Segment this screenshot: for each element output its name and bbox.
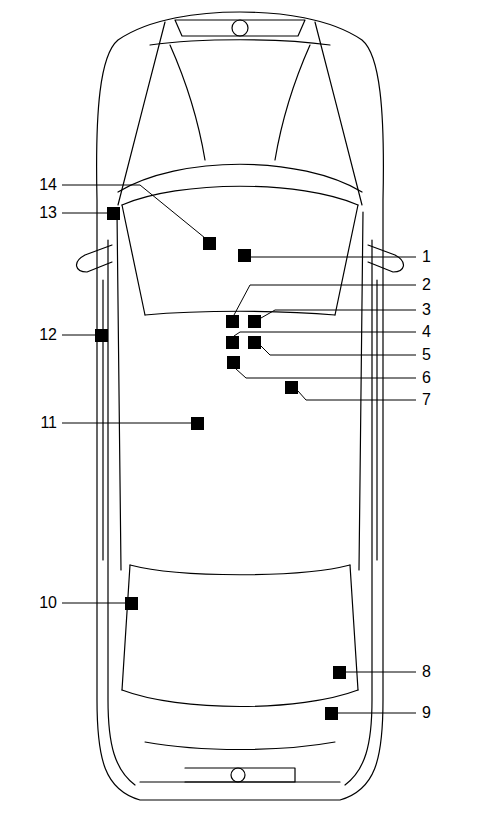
marker <box>248 315 261 328</box>
leader-line <box>338 713 416 714</box>
marker <box>125 597 138 610</box>
marker <box>203 237 216 250</box>
callout-number: 14 <box>39 176 57 194</box>
callout-number: 2 <box>422 276 431 294</box>
callout-number: 12 <box>39 326 57 344</box>
callout-number: 4 <box>422 323 431 341</box>
callout-number: 8 <box>422 663 431 681</box>
callout-number: 3 <box>422 301 431 319</box>
leader-line <box>298 391 416 400</box>
marker <box>227 356 240 369</box>
leader-line <box>234 332 416 336</box>
marker <box>226 315 239 328</box>
marker <box>248 336 261 349</box>
callout-number: 6 <box>422 369 431 387</box>
leader-line <box>62 335 95 336</box>
marker <box>191 417 204 430</box>
marker <box>95 329 108 342</box>
callout-number: 10 <box>39 594 57 612</box>
marker <box>325 707 338 720</box>
leader-line <box>261 310 416 318</box>
marker <box>285 381 298 394</box>
marker <box>333 666 346 679</box>
marker <box>226 336 239 349</box>
leader-line <box>261 346 416 355</box>
callout-number: 7 <box>422 391 431 409</box>
leader-line <box>236 369 416 378</box>
leader-line <box>62 603 125 604</box>
callout-number: 11 <box>40 414 57 432</box>
callout-number: 9 <box>422 704 431 722</box>
marker <box>107 207 120 220</box>
callout-number: 1 <box>422 248 431 266</box>
leader-line <box>62 213 107 214</box>
callout-number: 13 <box>39 204 57 222</box>
marker <box>238 249 251 262</box>
leader-line <box>346 672 416 673</box>
callout-number: 5 <box>422 346 431 364</box>
leader-line <box>251 257 416 258</box>
leader-line <box>62 423 191 424</box>
leader-line <box>62 185 205 238</box>
